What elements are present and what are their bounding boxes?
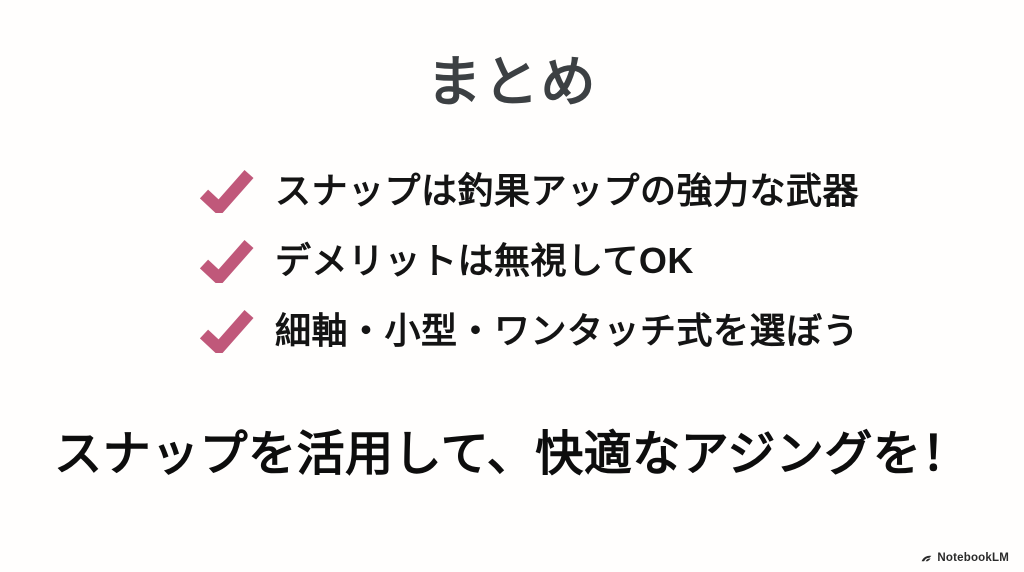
notebooklm-logo-icon: [921, 555, 932, 562]
bullet-text: スナップは釣果アップの強力な武器: [275, 169, 860, 211]
bullet-text: 細軸・小型・ワンタッチ式を選ぼう: [275, 309, 860, 351]
conclusion-text: スナップを活用して、快適なアジングを！: [54, 428, 970, 481]
bullet-list: スナップは釣果アップの強力な武器 デメリットは無視してOK 細軸・小型・ワンタッ…: [200, 168, 860, 378]
checkmark-icon: [200, 309, 254, 353]
checkmark-icon: [200, 239, 254, 283]
notebooklm-branding: NotebookLM: [920, 551, 1009, 564]
list-item: 細軸・小型・ワンタッチ式を選ぼう: [200, 308, 860, 353]
checkmark-icon: [200, 169, 254, 213]
list-item: デメリットは無視してOK: [200, 238, 860, 283]
list-item: スナップは釣果アップの強力な武器: [200, 168, 860, 213]
bullet-text: デメリットは無視してOK: [275, 239, 694, 281]
page-title: まとめ: [426, 51, 598, 113]
notebooklm-label: NotebookLM: [937, 551, 1009, 564]
